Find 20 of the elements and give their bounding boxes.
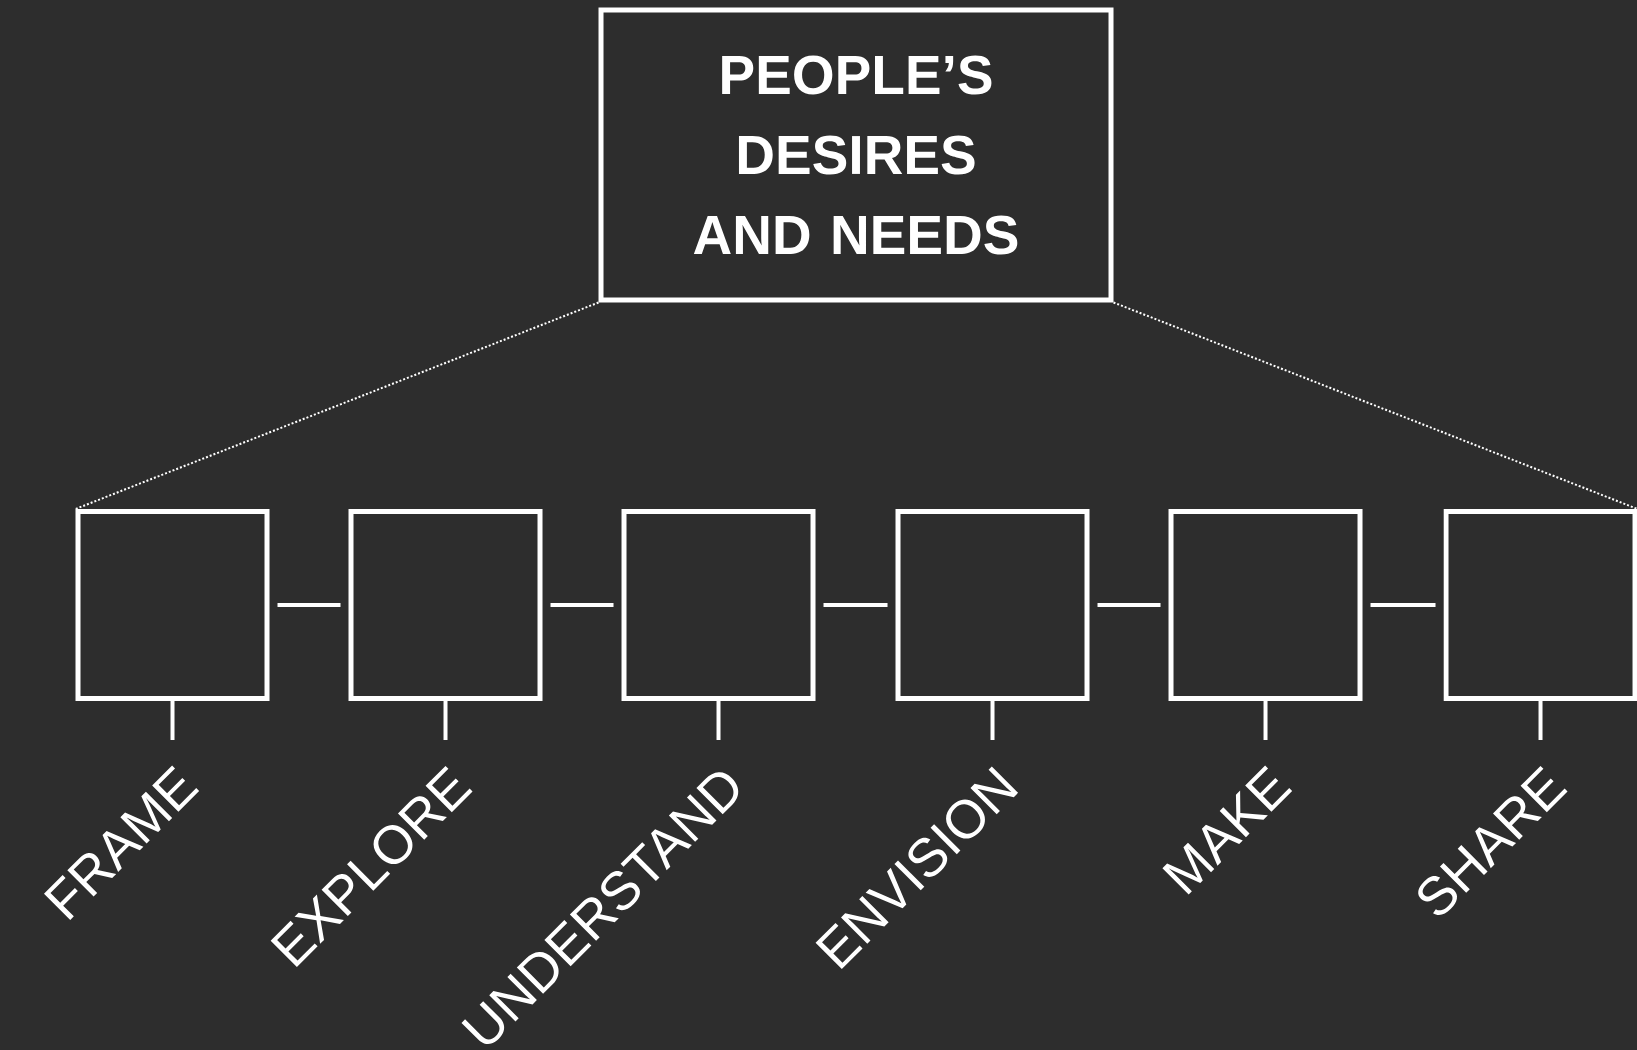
step-box: [895, 509, 1090, 701]
step-box: [621, 509, 816, 701]
tick-line: [1538, 701, 1543, 740]
dotted-line: [74, 301, 600, 510]
connector-line: [550, 603, 614, 607]
dotted-line: [1112, 301, 1637, 510]
tick-line: [1263, 701, 1268, 740]
connector-line: [823, 603, 888, 607]
title-box: PEOPLE’S DESIRES AND NEEDS: [598, 7, 1114, 303]
step-box: [1443, 509, 1637, 701]
step-box: [75, 509, 270, 701]
step-box: [1168, 509, 1363, 701]
connector-line: [1097, 603, 1161, 607]
tick-line: [170, 701, 175, 740]
tick-line: [716, 701, 721, 740]
tick-line: [443, 701, 448, 740]
connector-line: [277, 603, 341, 607]
tick-line: [990, 701, 995, 740]
connector-line: [1370, 603, 1436, 607]
step-box: [348, 509, 543, 701]
